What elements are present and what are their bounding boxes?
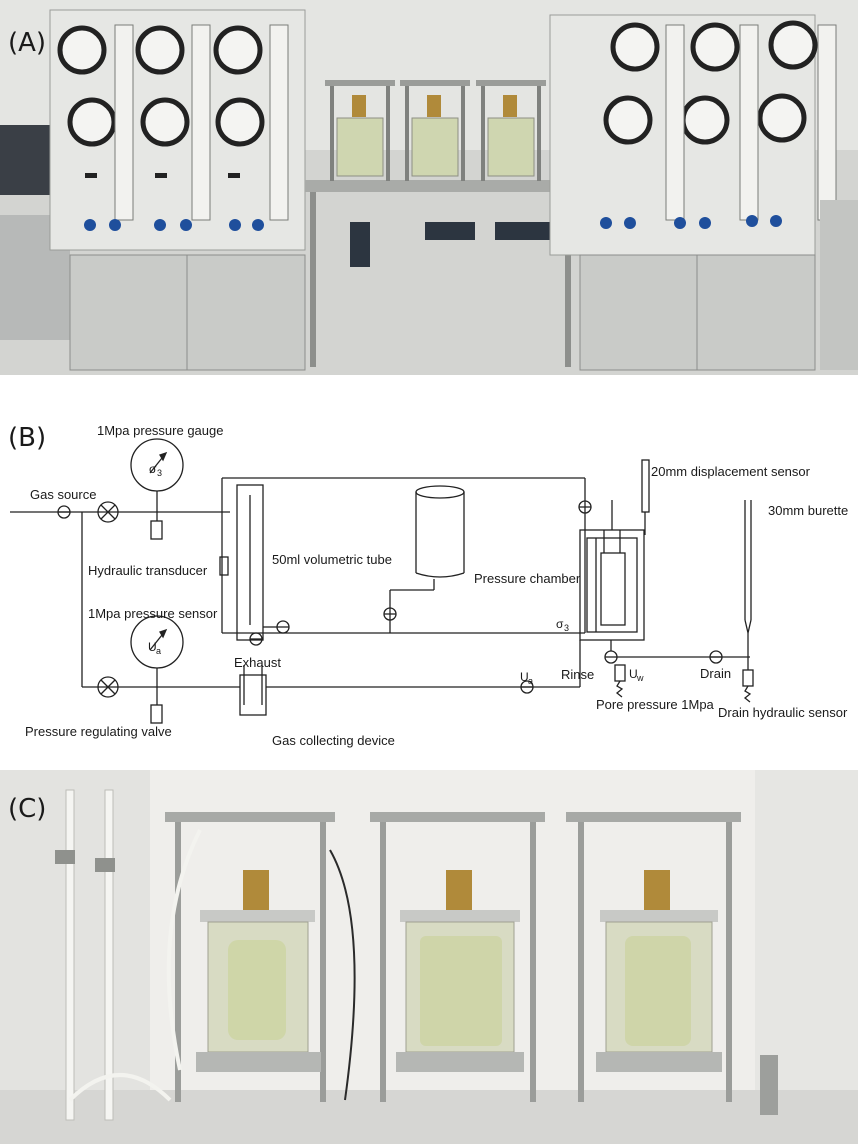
drain-label: Drain (700, 666, 731, 681)
pressure-regulating-valve-label: Pressure regulating valve (25, 724, 172, 739)
shutoff-valve-top-icon (97, 501, 119, 523)
triaxial-cell-1 (165, 812, 335, 1102)
gas-collecting-device-label: Gas collecting device (272, 733, 395, 748)
gauge-subscript: 3 (157, 468, 162, 478)
chamber-sigma-symbol: σ (556, 617, 564, 631)
triaxial-cell-3 (566, 812, 741, 1102)
gas-collecting-device-icon (239, 674, 267, 716)
ua-symbol: U (520, 670, 529, 684)
panel-b-schematic: (B) (0, 375, 858, 770)
panel-a-label: (A) (8, 28, 47, 58)
pressure-regulating-valve-icon (150, 704, 163, 724)
triaxial-cells-closeup-photo (0, 770, 858, 1144)
pressure-gauge-label: 1Mpa pressure gauge (97, 423, 223, 438)
right-control-cabinet (549, 14, 837, 371)
panel-b-label: (B) (8, 423, 47, 453)
rinse-label: Rinse (561, 667, 594, 682)
volumetric-tube-label: 50ml volumetric tube (272, 552, 392, 567)
hydraulic-transducer-label: Hydraulic transducer (88, 563, 208, 578)
pore-pressure-sensor-icon (614, 664, 626, 682)
shutoff-valve-bottom-icon (97, 676, 119, 698)
water-reservoir-icon (415, 485, 465, 578)
triaxial-cell-2 (370, 812, 545, 1102)
exhaust-label: Exhaust (234, 655, 281, 670)
panel-c-label: (C) (8, 794, 47, 824)
displacement-sensor-label: 20mm displacement sensor (651, 464, 811, 479)
panel-c-photo: (C) (0, 770, 858, 1144)
gas-source-label: Gas source (30, 487, 96, 502)
uw-subscript: w (636, 673, 644, 683)
monitor-icon (0, 125, 50, 195)
drain-hydraulic-sensor-label: Drain hydraulic sensor (718, 705, 848, 720)
gauge-symbol: σ (149, 462, 157, 476)
lab-apparatus-photo (0, 0, 858, 375)
triaxial-cells-table (305, 80, 575, 367)
uw-symbol: U (629, 667, 638, 681)
pressure-sensor-label: 1Mpa pressure sensor (88, 606, 218, 621)
drain-hydraulic-sensor-icon (742, 669, 754, 687)
pressure-chamber-icon (579, 500, 645, 641)
chamber-sigma-subscript: 3 (564, 623, 569, 633)
left-control-cabinet (49, 9, 306, 371)
sensor-symbol: U (148, 640, 157, 654)
pore-pressure-label: Pore pressure 1Mpa (596, 697, 715, 712)
ua-subscript: a (528, 676, 533, 686)
pressure-chamber-label: Pressure chamber (474, 571, 581, 586)
panel-a-photo: (A) (0, 0, 858, 375)
burette-label: 30mm burette (768, 503, 848, 518)
burette-icon (744, 500, 752, 657)
apparatus-schematic: Gas source 1Mpa pressure gauge σ 3 Hydra… (10, 423, 848, 748)
sensor-subscript: a (156, 646, 161, 656)
hydraulic-transducer-icon (150, 520, 163, 540)
displacement-sensor-icon (641, 459, 650, 513)
